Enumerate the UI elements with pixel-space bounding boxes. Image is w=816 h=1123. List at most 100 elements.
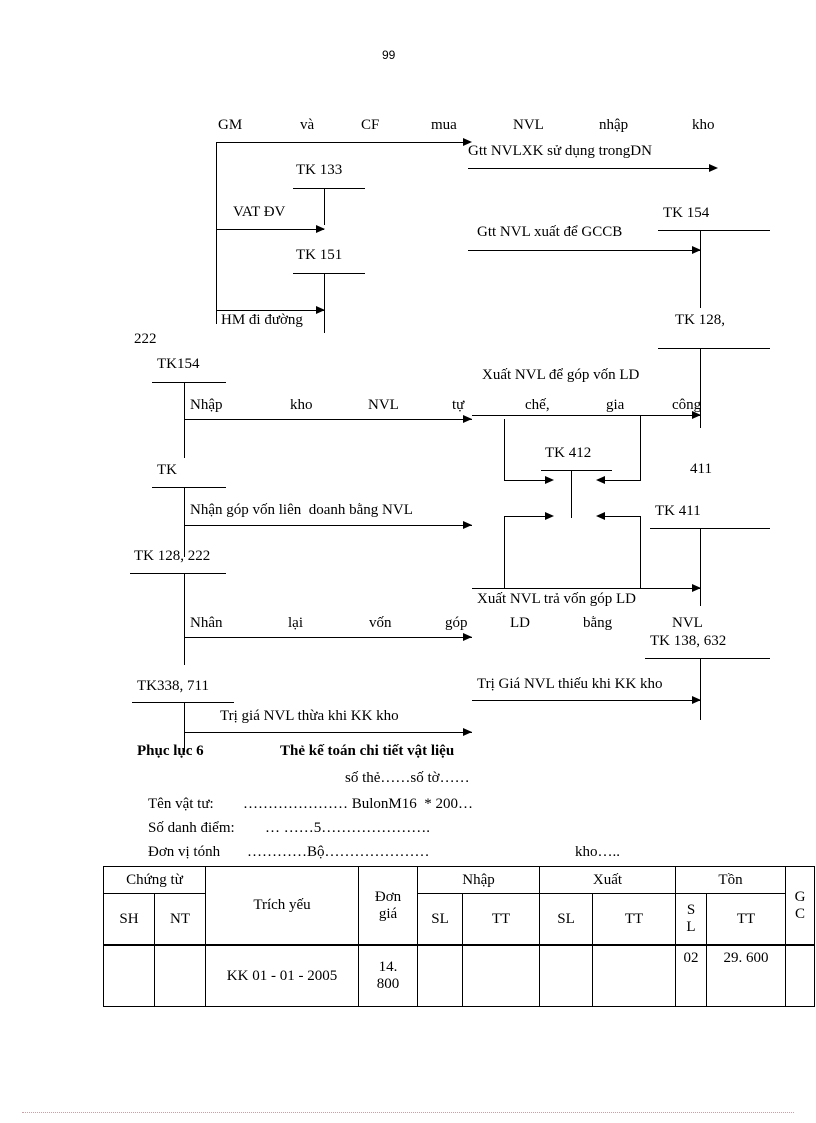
arrowhead-right — [316, 306, 325, 314]
account-label-tk411: TK 411 — [655, 503, 701, 519]
flow-line-tri-gia-thua — [184, 732, 472, 733]
arrowhead-right — [545, 476, 554, 484]
arrowhead-right — [692, 246, 701, 254]
taccount-stem-tk411 — [700, 528, 701, 606]
taccount-bar-tk133 — [293, 188, 365, 189]
flow-label-tu: tự — [452, 397, 465, 413]
taccount-bar-tk411 — [650, 528, 770, 529]
flow-label-gop: góp — [445, 615, 468, 631]
field-label-so-danh-diem: Số danh điểm: — [148, 820, 235, 836]
arrowhead-right — [463, 633, 472, 641]
account-label-tk-left: TK — [157, 462, 177, 478]
taccount-stem-tk-left — [184, 487, 185, 557]
flow-line-nhan-gop-von — [184, 525, 472, 526]
col-group-nhap: Nhập — [417, 866, 540, 894]
flow-label-tri-gia-thieu: Trị Giá NVL thiếu khi KK kho — [477, 676, 663, 692]
arrowhead-right — [692, 584, 701, 592]
taccount-stem-tk151 — [324, 273, 325, 333]
arrowhead-right — [463, 415, 472, 423]
flow-label-gtt-nvlxk: Gtt NVLXK sử dụng trongDN — [468, 143, 652, 159]
flow-line-hm-di-duong — [216, 310, 324, 311]
arrowhead-left — [596, 512, 605, 520]
flow-line-xuat-tra-von — [472, 588, 700, 589]
taccount-stem-gm — [216, 142, 217, 324]
account-label-tk154-top: TK 154 — [663, 205, 710, 221]
taccount-bar-tk154-top — [658, 230, 770, 231]
taccount-stem-tk154-top — [700, 230, 701, 308]
cell-trich-yeu: KK 01 - 01 - 2005 — [205, 944, 359, 1007]
taccount-stem-tk154-left — [184, 382, 185, 458]
connector-left-down-tk412 — [504, 516, 505, 588]
taccount-stem-tk412 — [571, 470, 572, 518]
arrowhead-right — [463, 521, 472, 529]
cell-ton-tt: 29. 600 — [706, 944, 786, 1007]
connector-right-in2-tk412 — [598, 516, 640, 517]
col-group-ton: Tồn — [675, 866, 786, 894]
taccount-stem-tk138-632 — [700, 658, 701, 720]
cell-sh — [103, 944, 155, 1007]
flow-label-tra-von-nvl: NVL — [672, 615, 703, 631]
col-don-gia: Đơn giá — [358, 866, 418, 946]
account-label-411: 411 — [690, 461, 712, 477]
flow-label-gtt-nvl-gccb: Gtt NVL xuất để GCCB — [477, 224, 623, 240]
flow-label-hm-di-duong: HM đi đường — [221, 312, 303, 328]
diagram-label-kho: kho — [692, 117, 715, 133]
taccount-bar-tk151 — [293, 273, 365, 274]
flow-line-nhap-kho — [184, 419, 472, 420]
flow-label-nhan-gop-von: Nhận góp vốn liên doanh bằng NVL — [190, 502, 413, 518]
flow-label-lai: lại — [288, 615, 303, 631]
arrowhead-right — [316, 225, 325, 233]
card-number-line: số thẻ……số tờ…… — [345, 770, 470, 786]
flow-label-tri-gia-thua: Trị giá NVL thừa khi KK kho — [220, 708, 399, 724]
col-don-gia-line2: giá — [378, 905, 398, 922]
taccount-bar-tk-left — [152, 487, 226, 488]
cell-gc — [785, 944, 815, 1007]
diagram-label-nvl: NVL — [513, 117, 544, 133]
flow-label-kho: kho — [290, 397, 313, 413]
connector-left-in2-tk412 — [504, 516, 550, 517]
flow-label-xuat-nvl-gop-von: Xuất NVL để góp vốn LD — [482, 367, 640, 383]
field-value-don-vi-tinh: …………Bộ………………… — [247, 844, 430, 860]
taccount-bar-tk128-222-left — [130, 573, 226, 574]
col-group-gc: G C — [785, 866, 815, 946]
col-don-gia-line1: Đơn — [374, 888, 402, 905]
account-label-tk128-222-left: TK 128, 222 — [134, 548, 211, 564]
flow-label-gia: gia — [606, 397, 625, 413]
page-number: 99 — [382, 48, 396, 62]
cell-don-gia-line1: 14. — [378, 959, 398, 975]
col-gc-line2: C — [794, 905, 805, 922]
table-head: Chứng từ Trích yếu Đơn giá Nhập Xuất Tồn… — [103, 866, 815, 946]
appendix-label: Phục lục 6 — [137, 743, 204, 759]
table-header-row-1: Chứng từ Trích yếu Đơn giá Nhập Xuất Tồn… — [103, 866, 815, 946]
flow-label-tra-von-ld: LD — [510, 615, 530, 631]
taccount-stem-tk338-711 — [184, 702, 185, 752]
connector-right-in-tk412 — [598, 480, 640, 481]
arrowhead-right — [545, 512, 554, 520]
cell-don-gia-line2: 800 — [376, 976, 400, 992]
connector-right-up-tk412 — [640, 415, 641, 481]
col-ton-tt: TT — [706, 893, 786, 946]
flow-line-xuat-gop-von — [472, 415, 700, 416]
flow-line-tri-gia-thieu — [472, 700, 700, 701]
field-label-don-vi-tinh: Đơn vị tónh — [148, 844, 221, 860]
field-value-ten-vat-tu: ………………… BulonM16 * 200… — [243, 796, 474, 812]
col-ton-sl-line1: S — [686, 902, 696, 918]
cell-don-gia: 14. 800 — [358, 944, 418, 1007]
account-label-tk154-left: TK154 — [157, 356, 200, 372]
col-sh: SH — [103, 893, 155, 946]
cell-xuat-tt — [592, 944, 676, 1007]
cell-nt — [154, 944, 206, 1007]
table-body: KK 01 - 01 - 2005 14. 800 02 29. 600 — [103, 944, 815, 1007]
taccount-bar-tk338-711 — [132, 702, 234, 703]
arrowhead-right — [692, 696, 701, 704]
flow-line-nhan-lai-von-gop — [184, 637, 472, 638]
flow-line-gm-top — [216, 142, 468, 143]
arrowhead-right — [692, 411, 701, 419]
flow-label-che: chế, — [525, 397, 550, 413]
field-value-kho: kho….. — [575, 844, 620, 860]
diagram-label-cf: CF — [361, 117, 380, 133]
flow-label-von: vốn — [369, 615, 392, 631]
flow-label-nvl: NVL — [368, 397, 399, 413]
taccount-stem-tk128-222-left — [184, 573, 185, 665]
